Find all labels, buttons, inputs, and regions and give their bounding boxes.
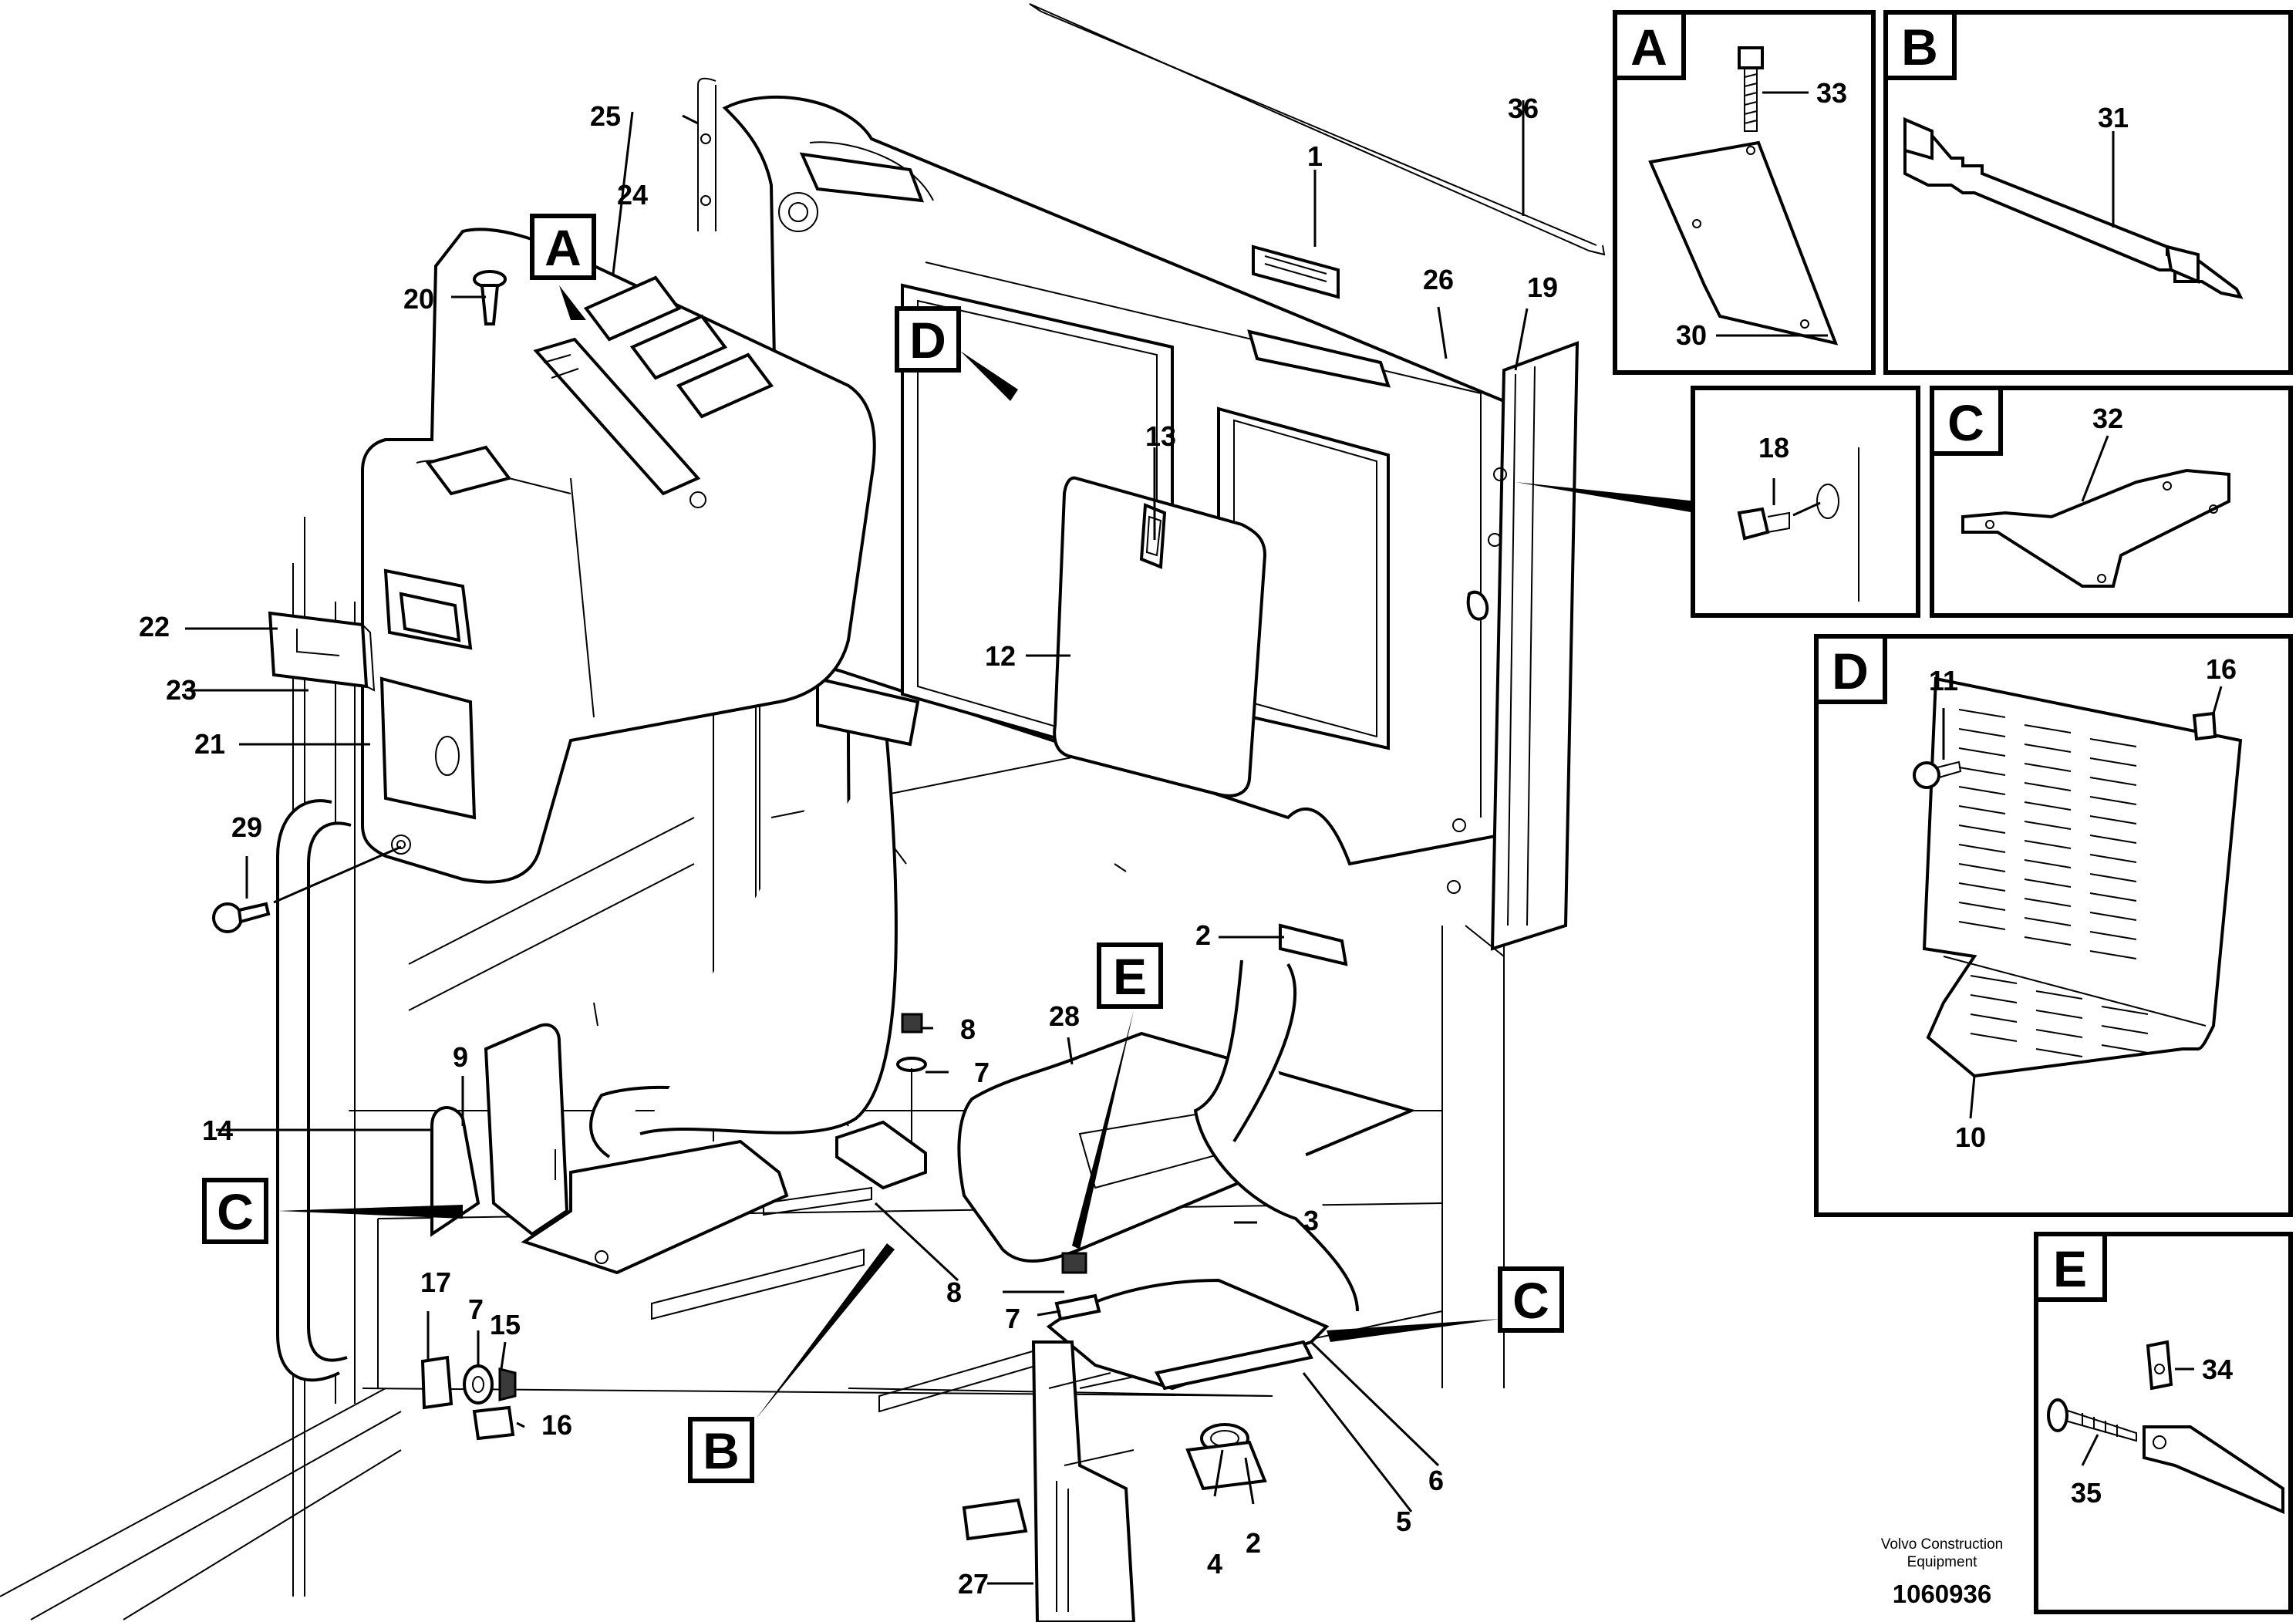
view-label-b-text: B [703, 1422, 740, 1479]
duct-hose-left [589, 676, 920, 1158]
post-25 [697, 77, 716, 206]
callout-12: 12 [985, 640, 1016, 672]
detail-e-callout-35: 35 [2071, 1477, 2102, 1509]
callout-8-center: 8 [960, 1013, 976, 1045]
callout-5: 5 [1396, 1506, 1411, 1537]
lower-duct [962, 1252, 1330, 1622]
detail-d-callout-16: 16 [2206, 653, 2237, 685]
callout-20: 20 [403, 283, 434, 315]
callout-7-center: 7 [974, 1057, 990, 1088]
view-label-d-text: D [909, 312, 946, 369]
callout-9: 9 [453, 1041, 468, 1073]
callout-8-lower: 8 [946, 1276, 962, 1308]
detail-a-letter: A [1630, 19, 1667, 76]
detail-d-callout-11: 11 [1929, 665, 1958, 696]
rear-panel-26 [722, 95, 1514, 866]
callout-27: 27 [958, 1568, 989, 1600]
footer: Volvo Construction Equipment 1060936 [1881, 1536, 2003, 1608]
detail-e-callout-34: 34 [2202, 1354, 2233, 1385]
callout-28: 28 [1049, 1000, 1080, 1032]
callout-26: 26 [1423, 264, 1454, 295]
callout-19: 19 [1527, 271, 1558, 303]
leader-lines [185, 100, 1697, 1585]
footer-drawing-id: 1060936 [1893, 1580, 1991, 1608]
detail-18-callout: 18 [1758, 432, 1789, 464]
callout-23: 23 [166, 674, 197, 706]
view-label-a-text: A [544, 219, 582, 276]
callout-2-lower: 2 [1246, 1527, 1261, 1559]
detail-b-callout-31: 31 [2098, 102, 2129, 133]
callout-4: 4 [1207, 1548, 1222, 1580]
detail-d-letter: D [1832, 642, 1869, 700]
detail-e-panel: E 34 35 [2034, 1232, 2293, 1614]
callout-13: 13 [1145, 420, 1176, 452]
screw-29 [212, 902, 271, 933]
callout-6: 6 [1428, 1465, 1444, 1496]
detail-a-callout-30: 30 [1676, 319, 1707, 351]
callout-7-lower: 7 [1005, 1303, 1020, 1334]
callout-17: 17 [420, 1266, 451, 1298]
main-assembly-drawing [0, 3, 1606, 1622]
view-label-c-left-text: C [217, 1183, 254, 1240]
callout-numbers: 1 2 2 3 4 5 6 7 7 7 8 8 9 12 13 14 15 16… [139, 93, 1558, 1600]
handrail [276, 799, 352, 1382]
callout-25: 25 [590, 100, 621, 132]
center-clip [835, 1013, 927, 1190]
callout-3: 3 [1303, 1205, 1319, 1236]
footer-company-line2: Equipment [1907, 1554, 1978, 1570]
bracket-9 [430, 1023, 789, 1275]
fastener-group-left [420, 1355, 517, 1441]
detail-b-panel: B 31 [1883, 10, 2293, 375]
callout-24: 24 [617, 179, 648, 211]
view-label-c-left: C [202, 1178, 268, 1244]
view-label-e: E [1097, 943, 1163, 1009]
callout-29: 29 [231, 811, 262, 843]
detail-c-callout-32: 32 [2092, 403, 2123, 434]
callout-36: 36 [1508, 93, 1539, 124]
clip-20 [473, 270, 507, 325]
callout-22: 22 [139, 611, 170, 642]
view-label-a: A [530, 214, 596, 280]
footer-company-line1: Volvo Construction [1881, 1536, 2003, 1553]
view-label-c-right: C [1498, 1266, 1564, 1333]
duct-28 [957, 923, 1417, 1312]
louvre-slots [1958, 709, 2149, 1057]
ashtray-22 [268, 611, 376, 692]
callout-21: 21 [194, 728, 225, 760]
rail-36 [1029, 3, 1606, 256]
callout-16: 16 [541, 1409, 572, 1441]
door-post-19 [1447, 341, 1580, 951]
lid-12 [1053, 476, 1267, 798]
callout-7-left: 7 [468, 1293, 484, 1325]
view-label-b: B [688, 1417, 754, 1483]
view-label-c-right-text: C [1512, 1272, 1549, 1329]
callout-1: 1 [1307, 140, 1323, 172]
detail-b-letter: B [1901, 19, 1938, 76]
callout-2-upper: 2 [1195, 919, 1211, 951]
detail-e-letter: E [2053, 1240, 2087, 1297]
view-label-d: D [895, 306, 961, 373]
callout-14: 14 [202, 1114, 233, 1146]
detail-c-panel: C 32 [1930, 386, 2293, 618]
detail-c-letter: C [1947, 394, 1984, 451]
detail-a-panel: A 33 30 [1613, 10, 1876, 375]
view-label-e-text: E [1113, 948, 1147, 1005]
detail-d-callout-10: 10 [1955, 1121, 1986, 1153]
callout-15: 15 [490, 1309, 521, 1340]
detail-a-callout-33: 33 [1816, 77, 1847, 109]
detail-d-panel: D 11 16 10 [1814, 634, 2293, 1217]
detail-18-panel: 18 [1691, 386, 1920, 618]
air-vent-1 [1252, 244, 1340, 299]
